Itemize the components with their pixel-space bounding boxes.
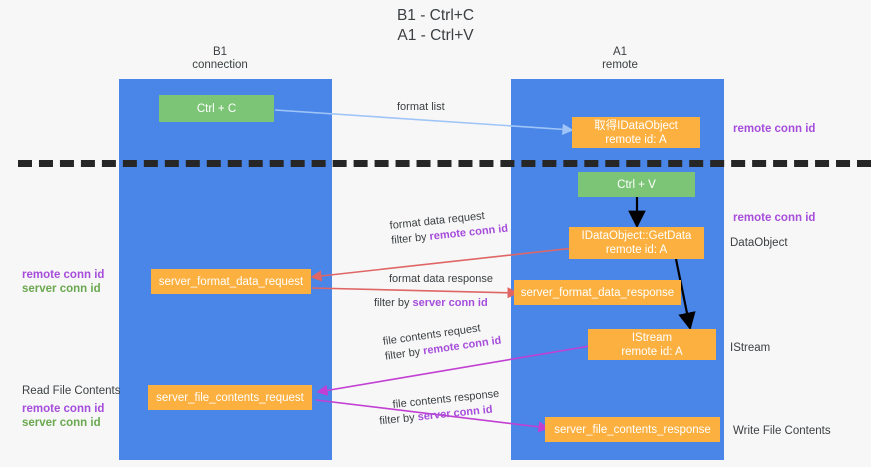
diagram-title: B1 - Ctrl+C A1 - Ctrl+V xyxy=(396,7,475,44)
annotation-right-write-file-contents: Write File Contents xyxy=(733,425,831,437)
phase-separator xyxy=(18,160,871,167)
node-ctrl-c[interactable]: Ctrl + C xyxy=(159,95,274,122)
node-server-format-data-request-line1: server_format_data_request xyxy=(158,275,304,288)
annotation-left-remote-conn-id-2: remote conn id xyxy=(22,403,105,415)
edge-label-filter-by-3: filter by xyxy=(384,345,425,363)
edge-label-format-data-response-line2: filter by server conn id xyxy=(374,296,493,311)
node-server-file-contents-response[interactable]: server_file_contents_response xyxy=(545,417,720,442)
annotation-right-remote-conn-id-mid: remote conn id xyxy=(733,212,816,224)
edge-label-filter-by-1: filter by xyxy=(390,230,431,247)
node-istream-line1: IStream xyxy=(631,331,673,344)
node-server-file-contents-request-line1: server_file_contents_request xyxy=(156,391,304,404)
node-server-file-contents-request[interactable]: server_file_contents_request xyxy=(148,385,312,410)
annotation-right-remote-conn-id-top: remote conn id xyxy=(733,123,816,135)
edge-label-server-conn-id-1: server conn id xyxy=(412,297,488,309)
node-server-format-data-request[interactable]: server_format_data_request xyxy=(151,269,311,294)
edge-label-format-data-request: format data request filter by remote con… xyxy=(389,207,509,249)
node-ctrl-v[interactable]: Ctrl + V xyxy=(578,172,695,197)
edge-label-format-data-response-line1: format data response xyxy=(389,273,493,285)
edge-label-filter-by-2: filter by xyxy=(374,297,413,309)
node-server-file-contents-response-line1: server_file_contents_response xyxy=(554,423,711,436)
node-ctrl-c-line1: Ctrl + C xyxy=(196,102,237,115)
node-get-idataobject[interactable]: 取得IDataObject remote id: A xyxy=(572,117,700,148)
node-get-idataobject-line2: remote id: A xyxy=(605,133,667,146)
edge-label-format-data-response: format data response filter by server co… xyxy=(374,272,493,311)
annotation-right-dataobject: DataObject xyxy=(730,237,788,249)
annotation-left-read-file-contents: Read File Contents xyxy=(22,385,121,397)
annotation-left-server-conn-id: server conn id xyxy=(22,283,101,295)
edge-label-file-contents-response: file contents response filter by server … xyxy=(379,387,502,428)
node-server-format-data-response-line1: server_format_data_response xyxy=(520,286,675,299)
node-idataobject-getdata[interactable]: IDataObject::GetData remote id: A xyxy=(569,227,704,259)
node-idataobject-getdata-line1: IDataObject::GetData xyxy=(581,230,692,242)
column-caption-b1: B1 connection xyxy=(192,46,248,71)
edge-label-filter-by-4: filter by xyxy=(378,411,419,428)
annotation-right-istream: IStream xyxy=(730,342,771,354)
annotation-left-remote-conn-id: remote conn id xyxy=(22,269,105,281)
column-caption-a1: A1 remote xyxy=(602,46,638,71)
node-idataobject-getdata-line2: remote id: A xyxy=(605,244,668,256)
node-get-idataobject-line1: 取得IDataObject xyxy=(594,119,678,132)
edge-label-file-contents-request: file contents request filter by remote c… xyxy=(382,319,502,365)
edge-label-format-list: format list xyxy=(397,101,445,113)
node-ctrl-v-line1: Ctrl + V xyxy=(617,178,656,191)
node-istream[interactable]: IStream remote id: A xyxy=(588,329,716,360)
annotation-left-server-conn-id-2: server conn id xyxy=(22,417,101,429)
node-server-format-data-response[interactable]: server_format_data_response xyxy=(514,280,681,305)
node-istream-line2: remote id: A xyxy=(621,345,683,358)
